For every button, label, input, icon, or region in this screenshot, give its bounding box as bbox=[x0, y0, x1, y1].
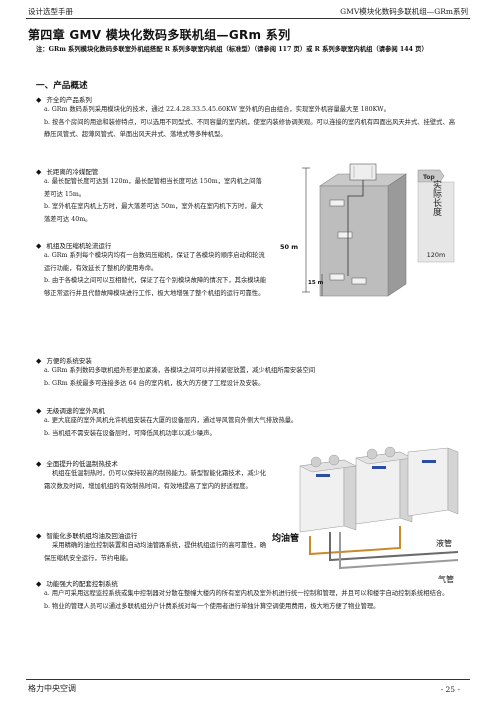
outdoor-module bbox=[355, 446, 413, 525]
liquid-pipe bbox=[329, 532, 459, 562]
outdoor-module bbox=[407, 447, 459, 517]
bullet-line: b. 当机组不需安装在设备层时，可降低风机功率以减少噪声。 bbox=[44, 429, 216, 437]
bullet-line: a. GRm 数码系列采用模块化的技术，通过 22.4.28.33.5.45.6… bbox=[44, 106, 390, 113]
bullet-heading: ◆智能化多联机组均油及回油运行 bbox=[36, 532, 138, 540]
bullet-line: a. GRm 系列每个模块内均有一台数码压缩机，保证了各模块的顺序启动和轮流运行… bbox=[44, 252, 265, 272]
building-side bbox=[387, 173, 407, 297]
top-arrow bbox=[417, 169, 445, 183]
bullet-heading: ◆机组及压缩机轮流运行 bbox=[36, 242, 112, 250]
bullet-heading: ◆方便的系统安装 bbox=[36, 357, 92, 365]
bullet-line: b. GRm 系统最多可连接多达 64 台的室内机，极大的方便了工程设计及安装。 bbox=[44, 379, 265, 387]
bullet-line: a. 用户可采用远程监控系统或集中控制器对分散在整幢大楼内的所有室内机及室外机进… bbox=[44, 590, 449, 597]
diamond-icon: ◆ bbox=[36, 580, 42, 588]
diamond-icon: ◆ bbox=[36, 242, 42, 250]
outdoor-module bbox=[299, 454, 357, 533]
bullet-fan: ◆无级调速的室外风机 a. 更大底座的室外风机允许机组安装在大厦的设备层内，通过… bbox=[36, 405, 460, 440]
actual-length-value: 120m bbox=[427, 251, 446, 259]
diamond-icon: ◆ bbox=[36, 357, 42, 365]
bullet-line: b. 物业的管理人员可以通过多联机组分户计费系统对每一个使用者进行单独计算空调使… bbox=[44, 602, 380, 610]
liquid-pipe-label: 液管 bbox=[436, 538, 452, 548]
bullet-long-piping: ◆长距离的冷媒配管 a. 最长配管长度可达到 120m，最长配管相当长度可达 1… bbox=[36, 166, 268, 226]
bullet-heading: ◆齐全的产品系列 bbox=[36, 96, 92, 104]
page-number: - 25 - bbox=[440, 685, 460, 694]
bullet-low-temp-heating: ◆全面提升的低温制热技术 机组在低温制热时，仍可以保持较高的制热能力。新型智能化… bbox=[36, 458, 268, 493]
diamond-icon: ◆ bbox=[36, 460, 42, 468]
chapter-title: 第四章 GMV 模块化数码多联机组—GRm 系列 bbox=[28, 28, 291, 42]
diamond-icon: ◆ bbox=[36, 96, 42, 104]
bullet-product-series: ◆齐全的产品系列 a. GRm 数码系列采用模块化的技术，通过 22.4.28.… bbox=[36, 94, 460, 142]
bullet-line: a. 更大底座的室外风机允许机组安装在大厦的设备层内，通过导风管向外侧大气排放热… bbox=[44, 417, 298, 424]
indoor-unit bbox=[337, 231, 353, 239]
actual-length-label: 实际长度 bbox=[431, 179, 442, 217]
bullet-line: b. 按各个房间的用途和装修特点，可以选用不同型式、不同容量的室内机，使室内装修… bbox=[44, 118, 456, 139]
bullet-rotation: ◆机组及压缩机轮流运行 a. GRm 系列每个模块内均有一台数码压缩机，保证了各… bbox=[36, 240, 268, 300]
diamond-icon: ◆ bbox=[36, 407, 42, 415]
height-label: 50 m bbox=[280, 243, 298, 251]
bullet-control-system: ◆功能强大的配套控制系统 a. 用户可采用远程监控系统或集中控制器对分散在整幢大… bbox=[36, 578, 460, 613]
bullet-heading: ◆功能强大的配套控制系统 bbox=[36, 580, 118, 588]
module-pipes-figure: 均油管 液管 气管 bbox=[272, 446, 459, 584]
footer-left: 格力中央空调 bbox=[28, 684, 76, 693]
indoor-unit bbox=[329, 199, 345, 207]
drop-label: 15 m bbox=[308, 280, 324, 286]
bullet-line: 机组在低温制热时，仍可以保持较高的制热能力。新型智能化霜技术，减少化霜次数及时间… bbox=[44, 470, 267, 490]
diamond-icon: ◆ bbox=[36, 532, 42, 540]
oil-pipe-label: 均油管 bbox=[272, 532, 299, 544]
top-label: Top bbox=[423, 174, 435, 181]
bullet-line: a. 最长配管长度可达到 120m，最长配管相当长度可达 150m，室内机之间落… bbox=[44, 178, 262, 198]
section-heading: 一、产品概述 bbox=[36, 81, 88, 91]
actual-length-box bbox=[417, 181, 455, 263]
bullet-line: a. GRm 系列数码多联机组外形更加紧凑，各模块之间可以并排紧密放置，减少机组… bbox=[44, 367, 316, 374]
oil-balance-pipe bbox=[309, 526, 401, 556]
indoor-unit bbox=[329, 273, 345, 281]
header-rule bbox=[26, 18, 470, 19]
header-left: 设计选型手册 bbox=[28, 7, 73, 16]
gas-pipe bbox=[339, 532, 459, 570]
bullet-line: b. 由于各模块之间可以互相替代，保证了在个别模块故障的情况下，其余模块能够正常… bbox=[44, 277, 267, 297]
footer-rule bbox=[26, 679, 470, 680]
bullet-oil-balance: ◆智能化多联机组均油及回油运行 采用精确的油位控制装置和自动均油管路系统，提供机… bbox=[36, 530, 268, 565]
bullet-heading: ◆长距离的冷媒配管 bbox=[36, 168, 99, 176]
header-right: GMV模块化数码多联机组—GRm系列 bbox=[340, 7, 468, 16]
note-text: 注：GRm 系列模块化数码多联室外机组搭配 R 系列多联室内机组（标准型）（请参… bbox=[36, 46, 428, 53]
bullet-line: 采用精确的油位控制装置和自动均油管路系统，提供机组运行的高可靠性，确保压缩机安全… bbox=[44, 542, 267, 562]
bullet-heading: ◆无级调速的室外风机 bbox=[36, 407, 105, 415]
bullet-installation: ◆方便的系统安装 a. GRm 系列数码多联机组外形更加紧凑，各模块之间可以并排… bbox=[36, 355, 460, 390]
indoor-unit bbox=[351, 277, 367, 285]
gas-pipe-label: 气管 bbox=[438, 574, 454, 584]
piping-distance-figure: 50 m 15 m Top 实际长度 120m bbox=[280, 163, 455, 297]
bullet-line: b. 室外机在室内机上方时，最大落差可达 50m，室外机在室内机下方时，最大落差… bbox=[44, 203, 264, 223]
refrigerant-pipe bbox=[347, 180, 364, 276]
diamond-icon: ◆ bbox=[36, 168, 42, 176]
bullet-heading: ◆全面提升的低温制热技术 bbox=[36, 460, 118, 468]
